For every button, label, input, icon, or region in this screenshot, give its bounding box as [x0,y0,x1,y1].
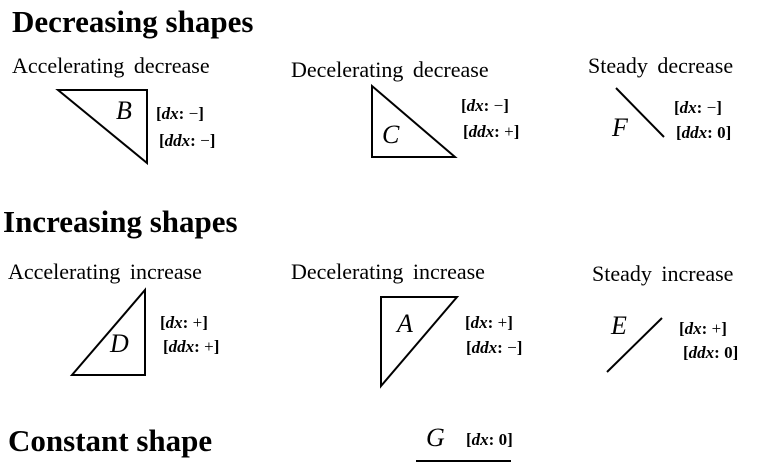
shape-b-letter: B [116,96,132,125]
shape-d-ddx-sign: [ddx: +] [163,337,220,356]
shape-e-ddx-sign: [ddx: 0] [683,343,739,362]
decreasing-shapes-heading: Decreasing shapes [12,4,254,39]
shape-f-ddx-sign: [ddx: 0] [676,123,732,142]
shape-g-dx-sign: [dx: 0] [466,430,513,449]
shape-e-category: Steady increase [592,261,734,286]
shape-b-triangle [55,89,148,166]
shape-e-letter: E [611,311,627,340]
shape-a-ddx-sign: [ddx: −] [466,338,523,357]
shape-c-letter: C [382,120,400,149]
shape-b-ddx-sign: [ddx: −] [159,131,216,150]
constant-shape-heading: Constant shape [8,423,213,458]
shape-a-category: Decelerating increase [291,259,485,284]
shape-a-triangle [380,296,460,389]
shape-f-line [615,87,665,138]
shape-g-letter: G [426,423,445,452]
shape-d-letter: D [110,329,129,358]
shape-a-dx-sign: [dx: +] [465,313,513,332]
shape-d-triangle [69,287,146,376]
shape-e-dx-sign: [dx: +] [679,319,727,338]
shape-e-line [606,317,663,373]
shape-f-category: Steady decrease [588,53,734,78]
shape-b-dx-sign: [dx: −] [156,104,204,123]
shape-b-category: Accelerating decrease [12,53,210,78]
shape-a-letter: A [397,309,413,338]
shape-c-ddx-sign: [ddx: +] [463,122,520,141]
shape-f-letter: F [612,113,628,142]
shape-f-dx-sign: [dx: −] [674,98,722,117]
shape-c-dx-sign: [dx: −] [461,96,509,115]
shape-c-triangle [371,83,458,158]
shape-d-category: Accelerating increase [8,259,202,284]
shape-d-dx-sign: [dx: +] [160,313,208,332]
increasing-shapes-heading: Increasing shapes [3,204,238,239]
shape-c-category: Decelerating decrease [291,57,489,82]
